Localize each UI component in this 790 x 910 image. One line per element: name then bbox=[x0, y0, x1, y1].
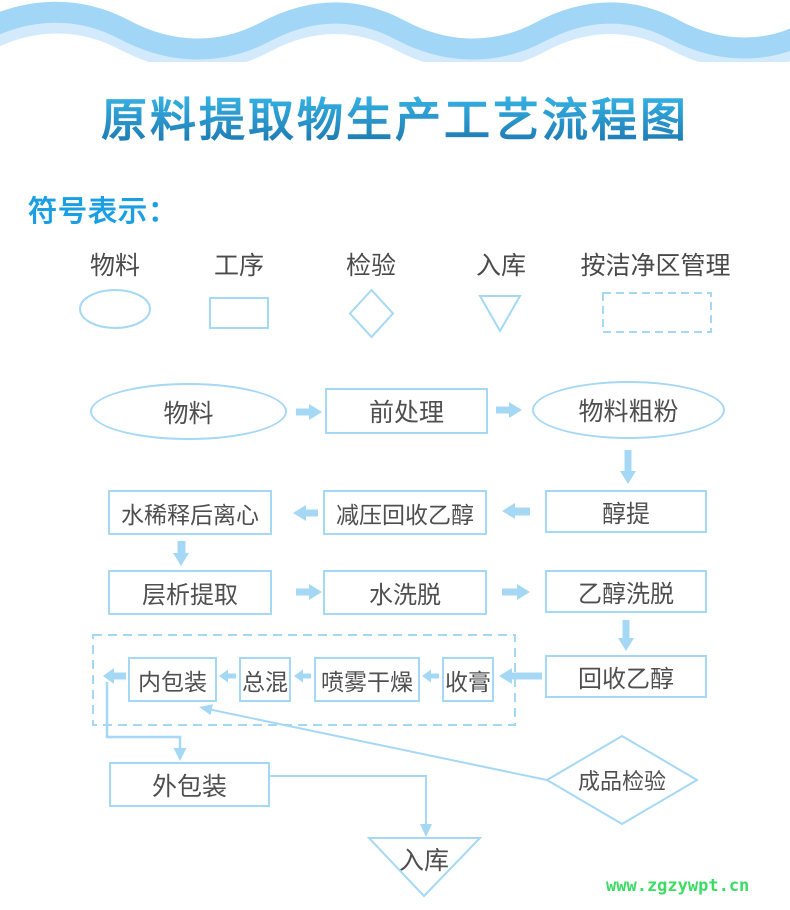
wave-main-band bbox=[0, 1, 790, 60]
node-alcohol-extraction: 醇提 bbox=[545, 490, 707, 533]
legend-ellipse-shape bbox=[79, 289, 151, 329]
node-spray-drying: 喷雾干燥 bbox=[314, 657, 420, 702]
node-paste-collection: 收膏 bbox=[442, 657, 494, 702]
arrow-alcohol-extraction-to-vacuum-recovery bbox=[502, 503, 530, 519]
arrow-spray-drying-to-total-mixing bbox=[294, 669, 311, 683]
watermark: www.zgzywpt.cn bbox=[606, 876, 750, 896]
legend-dashed-rect-shape bbox=[602, 292, 712, 333]
node-ethanol-recovery: 回收乙醇 bbox=[545, 655, 707, 698]
node-warehousing-label: 入库 bbox=[398, 847, 449, 875]
arrowhead-into-outer-packaging bbox=[173, 748, 187, 761]
arrow-chromatography-to-water-elution bbox=[296, 584, 322, 600]
legend-label-process: 工序 bbox=[213, 252, 264, 280]
legend-rect-shape bbox=[209, 297, 269, 329]
node-water-elution: 水洗脱 bbox=[323, 570, 487, 615]
legend-diamond-shape bbox=[348, 288, 395, 339]
legend-label-clean-area: 按洁净区管理 bbox=[580, 252, 731, 280]
node-total-mixing: 总混 bbox=[239, 657, 291, 702]
node-product-inspection-label: 成品检验 bbox=[577, 769, 666, 794]
legend-label-warehouse: 入库 bbox=[475, 252, 526, 280]
arrow-pretreatment-to-coarse-powder bbox=[496, 402, 522, 418]
node-pretreatment: 前处理 bbox=[325, 388, 488, 434]
connector-outer-packaging-to-warehousing bbox=[270, 775, 427, 825]
legend-label-material: 物料 bbox=[89, 252, 140, 280]
wave-light-band bbox=[0, 15, 790, 62]
arrow-ethanol-elution-to-ethanol-recovery bbox=[618, 620, 634, 651]
node-outer-packaging: 外包装 bbox=[109, 762, 270, 807]
arrow-paste-collection-to-spray-drying bbox=[422, 669, 439, 683]
node-materials: 物料 bbox=[90, 383, 287, 440]
node-chromatography-extraction: 层析提取 bbox=[108, 570, 272, 615]
node-water-dilution-centrifuge: 水稀释后离心 bbox=[108, 490, 272, 535]
arrowhead-into-inner-packaging bbox=[199, 704, 213, 716]
arrow-materials-to-pretreatment bbox=[296, 404, 322, 420]
arrowhead-into-warehousing bbox=[420, 824, 432, 837]
node-vacuum-ethanol-recovery: 减压回收乙醇 bbox=[323, 490, 487, 535]
node-inner-packaging: 内包装 bbox=[128, 657, 217, 702]
arrow-ethanol-recovery-to-paste-collection bbox=[499, 668, 542, 684]
legend-heading: 符号表示： bbox=[28, 196, 179, 228]
arrow-water-elution-to-ethanol-elution bbox=[502, 584, 530, 600]
legend-label-inspection: 检验 bbox=[345, 252, 396, 280]
arrow-inner-packaging-exit-left bbox=[103, 668, 126, 684]
arrow-water-dilution-to-chromatography bbox=[173, 541, 189, 566]
node-coarse-powder: 物料粗粉 bbox=[532, 381, 725, 439]
wave-banner bbox=[0, 1, 790, 62]
page-title: 原料提取物生产工艺流程图 bbox=[0, 84, 790, 150]
legend-triangle-shape bbox=[478, 295, 522, 334]
arrow-coarse-powder-to-alcohol-extraction bbox=[620, 450, 636, 484]
arrow-total-mixing-to-inner-packaging bbox=[219, 669, 236, 683]
arrow-vacuum-recovery-to-water-dilution bbox=[293, 505, 318, 521]
node-ethanol-elution: 乙醇洗脱 bbox=[545, 570, 707, 613]
